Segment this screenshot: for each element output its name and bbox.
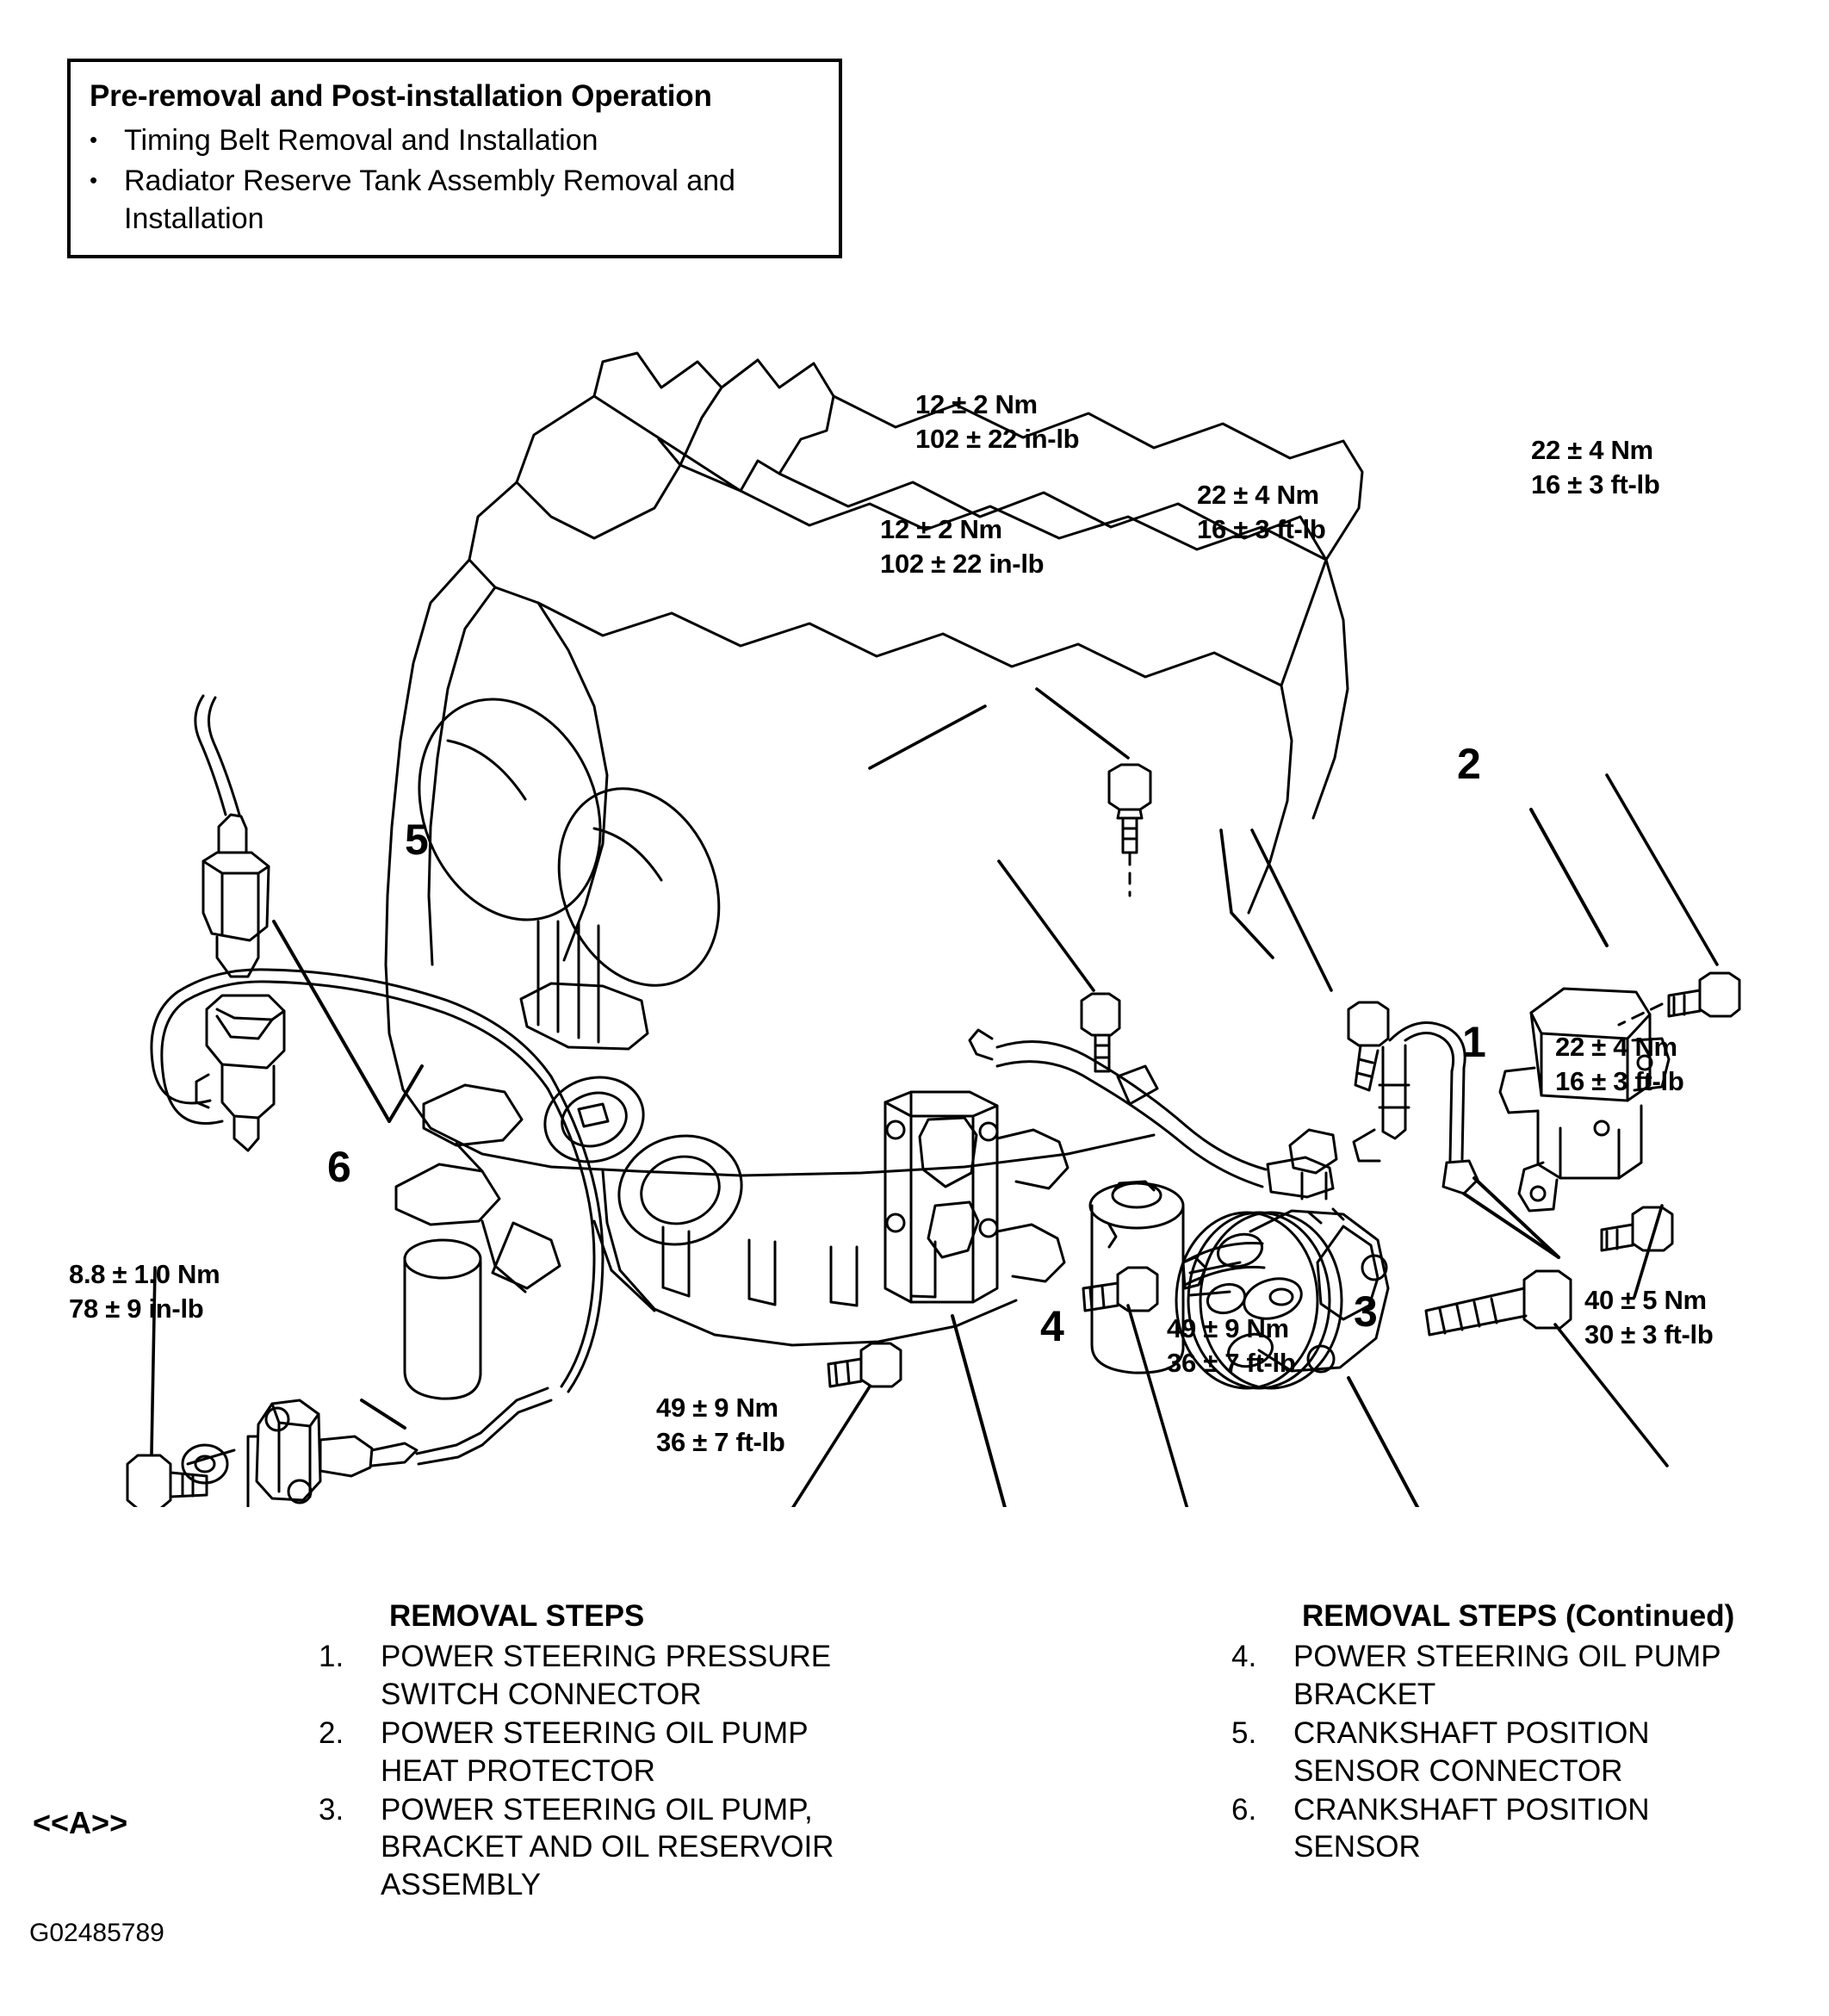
note-item-label: Timing Belt Removal and Installation: [124, 123, 598, 157]
item-number-3: 3: [1354, 1287, 1378, 1336]
note-item-label: Radiator Reserve Tank Assembly Removal a…: [124, 164, 735, 235]
removal-step-item: 6. CRANKSHAFT POSITION SENSOR: [1231, 1791, 1765, 1866]
bullet-icon: •: [90, 126, 98, 152]
step-number: 5.: [1231, 1716, 1257, 1751]
item-number-2: 2: [1457, 740, 1481, 788]
engine-assembly-drawing: [0, 258, 1829, 1507]
torque-callout-heat-protector-upper: 22 ± 4 Nm 16 ± 3 ft-lb: [1531, 435, 1660, 499]
removal-step-item: 4. POWER STEERING OIL PUMP BRACKET: [1231, 1638, 1765, 1713]
note-title: Pre-removal and Post-installation Operat…: [90, 79, 712, 113]
step-number: 1.: [319, 1640, 344, 1674]
pre-removal-note-box: Pre-removal and Post-installation Operat…: [67, 59, 842, 259]
figure-id-label: G02485789: [29, 1919, 164, 1947]
step-label: POWER STEERING PRESSURE SWITCH CONNECTOR: [381, 1640, 832, 1711]
torque-callout-upper-intake-bolt: 12 ± 2 Nm 102 ± 22 in-lb: [915, 389, 1080, 454]
removal-step-item: 5. CRANKSHAFT POSITION SENSOR CONNECTOR: [1231, 1715, 1765, 1790]
section-marker-a: <<A>>: [33, 1805, 128, 1840]
removal-step-item: 3. POWER STEERING OIL PUMP, BRACKET AND …: [319, 1791, 870, 1903]
step-number: 2.: [319, 1716, 344, 1751]
step-label: CRANKSHAFT POSITION SENSOR CONNECTOR: [1293, 1716, 1650, 1788]
torque-callout-pressure-hose-bracket: 12 ± 2 Nm 102 ± 22 in-lb: [880, 514, 1045, 579]
removal-steps-title: REMOVAL STEPS: [389, 1599, 645, 1633]
step-label: POWER STEERING OIL PUMP, BRACKET AND OIL…: [381, 1792, 834, 1901]
bullet-icon: •: [90, 167, 98, 194]
engine-block-outline: [384, 558, 1349, 1347]
valve-cover-outline: [468, 351, 1364, 687]
removal-steps-right: REMOVAL STEPS (Continued) 4. POWER STEER…: [1231, 1597, 1765, 1866]
step-number: 4.: [1231, 1640, 1257, 1674]
step-label: POWER STEERING OIL PUMP HEAT PROTECTOR: [381, 1716, 808, 1788]
oil-pump-bracket: [884, 1090, 1070, 1304]
step-label: POWER STEERING OIL PUMP BRACKET: [1293, 1640, 1720, 1711]
accessory-drive-detail: [394, 698, 743, 1400]
torque-callout-pressure-hose-eye-bolt: 22 ± 4 Nm 16 ± 3 ft-lb: [1197, 480, 1326, 544]
removal-steps-left: REMOVAL STEPS 1. POWER STEERING PRESSURE…: [319, 1597, 870, 1903]
item-number-1: 1: [1462, 1018, 1486, 1066]
torque-callout-pump-mount-bolt: 49 ± 9 Nm 36 ± 7 ft-lb: [1167, 1313, 1296, 1378]
power-steering-pump-assembly: [968, 1021, 1479, 1390]
item-number-6: 6: [327, 1143, 351, 1191]
fasteners: [827, 763, 1741, 1388]
step-label: CRANKSHAFT POSITION SENSOR: [1293, 1792, 1650, 1864]
crankshaft-position-sensor-group: [126, 694, 604, 1507]
leader-lines: [150, 687, 1719, 1507]
removal-step-item: 2. POWER STEERING OIL PUMP HEAT PROTECTO…: [319, 1715, 870, 1790]
note-list-item: • Radiator Reserve Tank Assembly Removal…: [90, 163, 820, 238]
item-number-4: 4: [1040, 1302, 1064, 1350]
note-list-item: • Timing Belt Removal and Installation: [90, 122, 820, 160]
torque-callout-pump-bracket-bolt: 49 ± 9 Nm 36 ± 7 ft-lb: [656, 1393, 785, 1457]
oil-pump-heat-protector: [1498, 987, 1671, 1213]
item-number-leaders: [272, 808, 1609, 1507]
removal-step-item: 1. POWER STEERING PRESSURE SWITCH CONNEC…: [319, 1638, 870, 1713]
step-number: 6.: [1231, 1792, 1257, 1827]
torque-callout-heat-protector-lower: 22 ± 4 Nm 16 ± 3 ft-lb: [1555, 1032, 1684, 1096]
torque-callout-crank-position-sensor: 8.8 ± 1.0 Nm 78 ± 9 in-lb: [69, 1259, 220, 1324]
step-number: 3.: [319, 1792, 344, 1827]
removal-steps-continued-title: REMOVAL STEPS (Continued): [1302, 1599, 1735, 1633]
item-number-5: 5: [405, 816, 429, 864]
torque-callout-pump-through-bolt: 40 ± 5 Nm 30 ± 3 ft-lb: [1584, 1285, 1714, 1349]
